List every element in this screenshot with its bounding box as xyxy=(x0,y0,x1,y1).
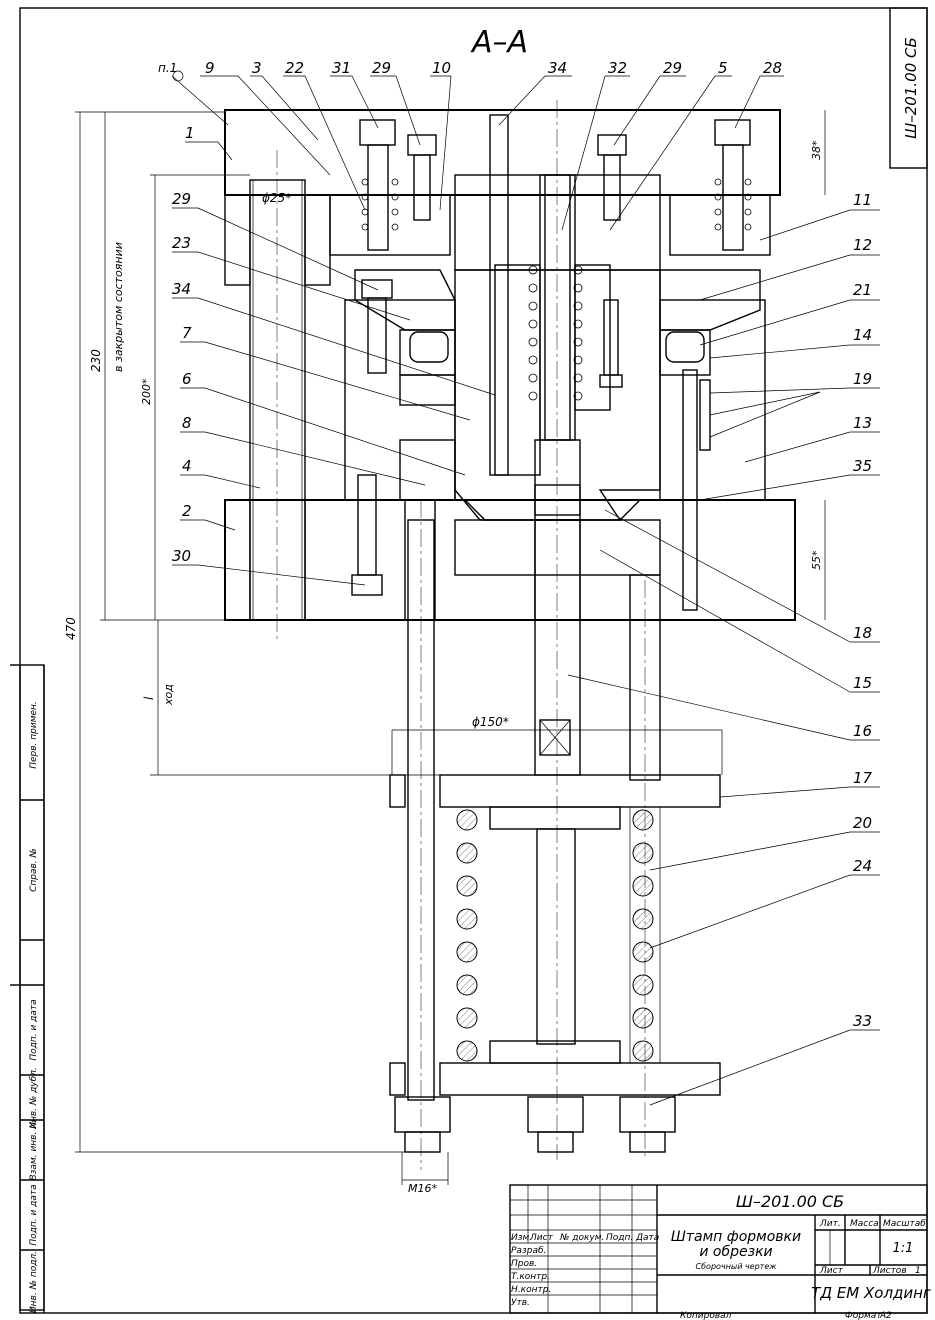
side-strip xyxy=(10,664,45,1313)
part-label-28: 28 xyxy=(763,59,782,77)
side-strip-texts: Перв. примен. Справ. № Подп. и дата Инв.… xyxy=(29,701,39,1313)
side-inv-dubl: Инв. № дубл. xyxy=(29,1067,39,1129)
title-block: Ш–201.00 СБ Штамп формовки и обрезки Сбо… xyxy=(511,1192,931,1320)
tb-company: ТД ЕМ Холдинг xyxy=(811,1284,931,1302)
part-label-29: 29 xyxy=(663,59,682,77)
part-label-34: 34 xyxy=(548,59,567,77)
dim-55: 55* xyxy=(810,550,823,570)
part-label-35: 35 xyxy=(853,457,872,475)
part-label-21: 21 xyxy=(853,281,872,299)
part-label-10: 10 xyxy=(432,59,451,77)
tb-name-2: и обрезки xyxy=(699,1244,772,1260)
section-title: А–А xyxy=(470,25,528,60)
part-label-7: 7 xyxy=(182,324,192,342)
part-label-3: 3 xyxy=(252,59,262,77)
leader-lines xyxy=(171,75,880,1106)
part-label-20: 20 xyxy=(853,814,872,832)
tb-col-podp: Подп. xyxy=(606,1233,633,1243)
dim-closed-state: в закрытом состоянии xyxy=(112,242,125,372)
note-marker xyxy=(172,70,184,82)
part-labels: 9 3 22 31 29 10 34 32 29 5 28 1 29 23 34… xyxy=(172,59,873,1030)
code-box xyxy=(889,7,928,169)
side-vzam-inv: Взам. инв. № xyxy=(29,1119,39,1180)
tb-col-data: Дата xyxy=(635,1233,659,1243)
part-label-17: 17 xyxy=(853,769,873,787)
part-label-32: 32 xyxy=(608,59,627,77)
part-label-34: 34 xyxy=(172,280,191,298)
dim-38: 38* xyxy=(810,140,823,160)
part-label-5: 5 xyxy=(718,59,728,77)
tb-doc-type: Сборочный чертеж xyxy=(696,1262,778,1271)
tb-code: Ш–201.00 СБ xyxy=(736,1192,844,1211)
part-label-29: 29 xyxy=(172,190,191,208)
tb-prov: Пров. xyxy=(511,1259,537,1269)
dim-l: l xyxy=(142,696,156,700)
tb-nkontr: Н.контр. xyxy=(511,1285,551,1295)
tb-col-ndoc: № докум. xyxy=(559,1233,604,1243)
part-label-8: 8 xyxy=(182,414,192,432)
side-sprav: Справ. № xyxy=(29,848,39,892)
tb-list: Лист xyxy=(819,1266,844,1276)
dim-230: 230 xyxy=(89,349,103,372)
side-podp-data-2: Подп. и дата xyxy=(29,1184,39,1245)
tb-col-izm: Изм. xyxy=(511,1233,532,1243)
tb-utv: Утв. xyxy=(511,1298,530,1308)
tb-format-val: А2 xyxy=(879,1311,892,1320)
part-label-29: 29 xyxy=(372,59,391,77)
tb-scale: 1:1 xyxy=(893,1241,914,1256)
note-ref: п.1 xyxy=(158,61,177,75)
dimension-lines xyxy=(75,110,826,1185)
part-label-1: 1 xyxy=(185,124,195,142)
tb-massa: Масса xyxy=(850,1219,879,1229)
dim-d150: ϕ150* xyxy=(472,715,509,729)
tb-name-1: Штамп формовки xyxy=(671,1229,801,1245)
part-label-16: 16 xyxy=(853,722,872,740)
side-perv-primen: Перв. примен. xyxy=(29,701,39,769)
tb-copied: Копировал xyxy=(680,1311,732,1320)
part-label-30: 30 xyxy=(172,547,191,565)
tb-masshtab: Масштаб xyxy=(883,1219,926,1229)
part-label-13: 13 xyxy=(853,414,872,432)
part-label-6: 6 xyxy=(182,370,192,388)
part-label-18: 18 xyxy=(853,624,872,642)
dim-200: 200* xyxy=(140,378,153,405)
tb-listov-val: 1 xyxy=(915,1266,921,1276)
tb-lit: Лит. xyxy=(819,1219,841,1229)
tb-tkontr: Т.контр. xyxy=(511,1272,550,1282)
part-label-31: 31 xyxy=(332,59,351,77)
part-label-15: 15 xyxy=(853,674,872,692)
side-podp-data-1: Подп. и дата xyxy=(29,999,39,1060)
tb-listov: Листов xyxy=(872,1266,907,1276)
tb-format-lbl: Формат xyxy=(845,1311,882,1320)
dimension-texts: ϕ25* 38* 230 в закрытом состоянии 200* 4… xyxy=(64,140,823,1195)
tb-razrab: Разраб. xyxy=(511,1246,546,1256)
part-label-12: 12 xyxy=(853,236,872,254)
part-label-19: 19 xyxy=(853,370,872,388)
part-label-14: 14 xyxy=(853,326,872,344)
part-label-24: 24 xyxy=(853,857,872,875)
part-label-23: 23 xyxy=(172,234,191,252)
dim-m16: M16* xyxy=(408,1182,437,1195)
dim-d25: ϕ25* xyxy=(262,191,291,205)
part-label-22: 22 xyxy=(285,59,304,77)
tb-col-list: Лист xyxy=(529,1233,554,1243)
dim-stroke: ход xyxy=(162,684,175,706)
part-label-2: 2 xyxy=(182,502,192,520)
sheet-frame xyxy=(19,7,928,1314)
doc-code-vertical: Ш–201.00 СБ xyxy=(902,37,920,139)
title-block-frame xyxy=(509,1184,928,1314)
dim-470: 470 xyxy=(64,617,78,640)
side-inv-podl: Инв. № подл. xyxy=(29,1251,39,1313)
part-label-33: 33 xyxy=(853,1012,872,1030)
part-label-11: 11 xyxy=(853,191,872,209)
part-label-4: 4 xyxy=(182,457,192,475)
part-label-9: 9 xyxy=(205,59,215,77)
die-assembly xyxy=(224,100,796,1170)
